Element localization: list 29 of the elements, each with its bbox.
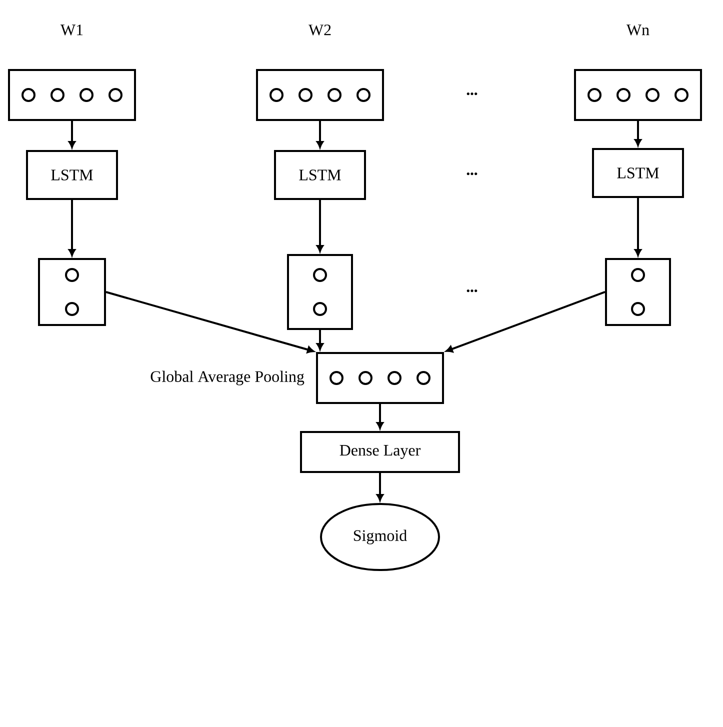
arrow — [106, 291, 314, 354]
arrow — [376, 404, 384, 430]
arrow — [634, 198, 642, 256]
layer-box: LSTM — [26, 150, 118, 200]
arrow — [446, 291, 606, 353]
vector-box: Wn — [574, 24, 702, 121]
arrow — [316, 121, 324, 148]
arrow — [634, 121, 642, 146]
vector-box — [287, 254, 353, 330]
ellipsis: ••• — [466, 290, 478, 292]
node-label: W1 — [60, 24, 83, 36]
node-label: Wn — [626, 24, 650, 36]
ellipsis: ••• — [466, 172, 478, 176]
node-label: W2 — [308, 24, 331, 36]
arrow — [316, 200, 324, 252]
vector-box — [38, 258, 106, 326]
vector-box — [605, 258, 671, 326]
vector-box — [316, 352, 444, 404]
arrow — [376, 473, 384, 502]
arrow — [68, 121, 76, 148]
layer-box: Dense Layer — [300, 431, 460, 473]
ellipsis: ••• — [466, 92, 478, 96]
layer-caption: Global Average Pooling — [150, 370, 304, 386]
layer-box: LSTM — [592, 148, 684, 198]
arrow — [68, 200, 76, 256]
layer-box: LSTM — [274, 150, 366, 200]
vector-box: W2 — [256, 24, 384, 121]
vector-box: W1 — [8, 24, 136, 121]
arrow — [316, 330, 324, 350]
